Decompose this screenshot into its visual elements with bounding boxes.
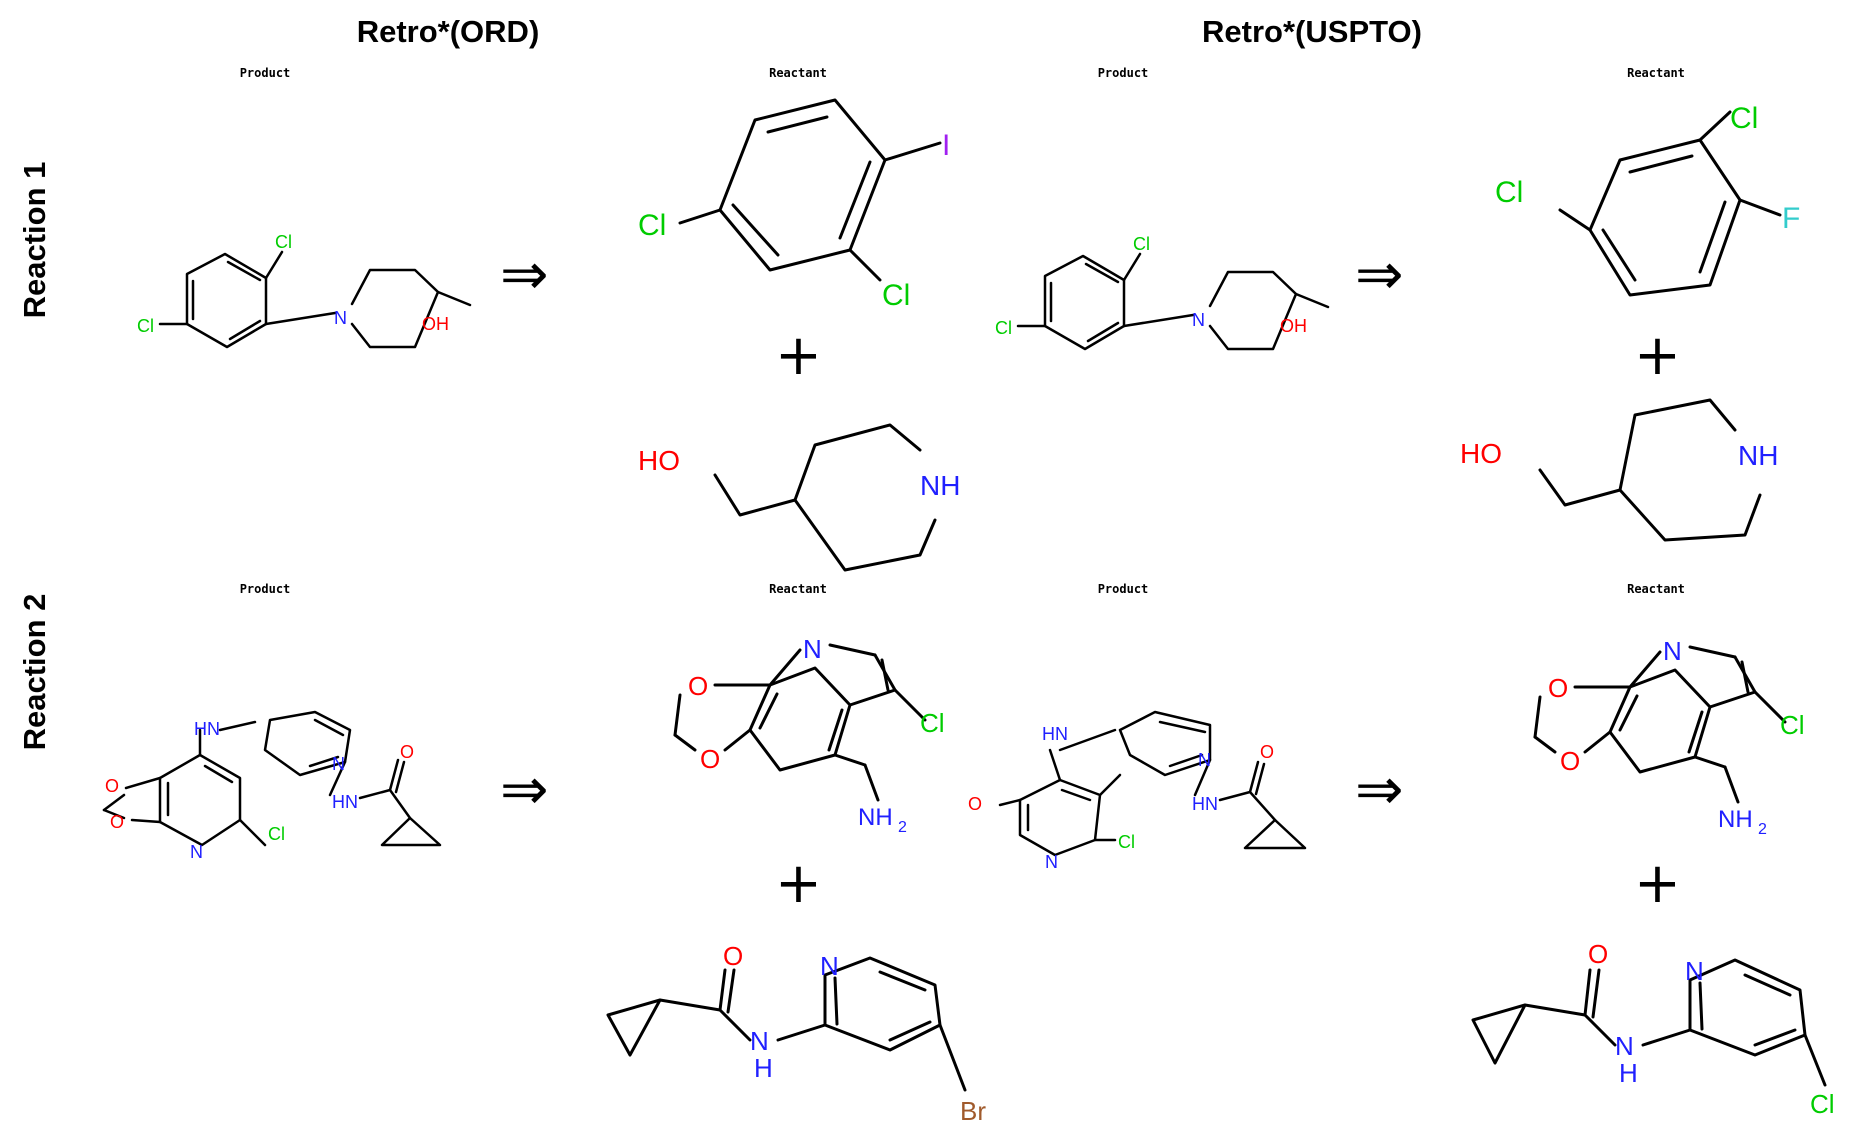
molecule-reactant-r1-ord-dichloroiodobenzene: I Cl Cl <box>638 98 950 312</box>
atom-o: O <box>105 776 119 796</box>
label-product-r2-uspto: Product <box>1097 582 1149 596</box>
atom-cl: Cl <box>1730 102 1758 135</box>
atom-ho: HO <box>1460 438 1502 469</box>
hydroxyl-group-r1-ord-product: OH <box>422 314 449 334</box>
atom-n: N <box>1198 750 1211 770</box>
molecule-reactant-r2-uspto-chloropyridine: O N H N Cl <box>1471 939 1835 1119</box>
molecule-reactant-r1-ord-piperidinemethanol: HO NH <box>638 423 960 572</box>
atom-cl: Cl <box>1118 832 1135 852</box>
atom-o: O <box>1588 939 1608 969</box>
row-title-reaction-2: Reaction 2 <box>17 593 52 751</box>
atom-hn: HN <box>332 792 358 812</box>
atom-n: N <box>190 842 203 862</box>
atom-h: H <box>754 1053 773 1083</box>
atom-oh: OH <box>1280 316 1307 336</box>
atom-n: N <box>1615 1031 1634 1061</box>
atom-o: O <box>1548 673 1568 703</box>
hydroxyl-group-r1-uspto-product: OH <box>1280 316 1307 336</box>
label-reactant-r1-uspto: Reactant <box>1627 66 1685 80</box>
atom-o: O <box>400 742 414 762</box>
label-product-r2-ord: Product <box>239 582 291 596</box>
plus-sign-r1-uspto: + <box>1634 323 1681 388</box>
label-reactant-r1-ord: Reactant <box>769 66 827 80</box>
atom-oh: OH <box>422 314 449 334</box>
molecule-reactant-r1-uspto-piperidinemethanol: HO NH <box>1460 398 1778 542</box>
atom-n: N <box>1685 956 1704 986</box>
atom-cl: Cl <box>268 824 285 844</box>
atom-hn: HN <box>1192 794 1218 814</box>
molecule-reactant-r2-ord-aminopyridine: O O N Cl NH 2 <box>673 634 945 836</box>
atom-o: O <box>1560 746 1580 776</box>
atom-nh: NH <box>1738 440 1778 471</box>
atom-i: I <box>942 129 950 162</box>
atom-cl: Cl <box>882 279 910 312</box>
molecule-product-r2-ord: O O N Cl HN N HN O <box>102 710 442 862</box>
atom-cl: Cl <box>920 708 945 738</box>
row-title-reaction-1: Reaction 1 <box>17 161 52 319</box>
atom-nh2: NH <box>858 804 893 831</box>
atom-cl: Cl <box>1810 1089 1835 1119</box>
molecule-product-r1-ord: Cl Cl N <box>137 232 472 349</box>
atom-subscript-2: 2 <box>898 819 907 836</box>
plus-sign-r1-ord: + <box>775 323 822 388</box>
atom-subscript-2: 2 <box>1758 821 1767 838</box>
atom-n: N <box>1045 852 1058 872</box>
label-reactant-r2-ord: Reactant <box>769 582 827 596</box>
plus-sign-r2-ord: + <box>775 851 822 916</box>
retro-arrow-r2-uspto: ⇒ <box>1355 755 1404 823</box>
retro-arrow-r1-ord: ⇒ <box>500 240 549 308</box>
label-product-r1-ord: Product <box>239 66 291 80</box>
atom-n: N <box>1192 310 1205 330</box>
atom-o: O <box>723 941 743 971</box>
molecule-product-r2-uspto: O N Cl HN N HN O <box>968 710 1307 872</box>
label-reactant-r2-uspto: Reactant <box>1627 582 1685 596</box>
atom-o: O <box>110 812 124 832</box>
atom-cl: Cl <box>1780 710 1805 740</box>
molecule-reactant-r2-ord-bromopyridine: O N H N Br <box>606 941 986 1125</box>
column-title-uspto: Retro*(USPTO) <box>1202 14 1422 49</box>
atom-h: H <box>1619 1058 1638 1088</box>
atom-cl: Cl <box>995 318 1012 338</box>
atom-f: F <box>1782 202 1800 235</box>
atom-n: N <box>1663 636 1682 666</box>
atom-cl: Cl <box>1133 234 1150 254</box>
atom-nh: NH <box>920 470 960 501</box>
atom-o: O <box>700 744 720 774</box>
atom-n: N <box>750 1026 769 1056</box>
plus-sign-r2-uspto: + <box>1634 851 1681 916</box>
retro-arrow-r1-uspto: ⇒ <box>1355 240 1404 308</box>
atom-nh2: NH <box>1718 806 1753 833</box>
atom-o: O <box>1260 742 1274 762</box>
molecule-reactant-r2-uspto-aminopyridine: O O N Cl NH 2 <box>1533 636 1805 838</box>
atom-o: O <box>968 794 982 814</box>
atom-n: N <box>332 754 345 774</box>
atom-o: O <box>688 671 708 701</box>
atom-ho: HO <box>638 445 680 476</box>
atom-n: N <box>803 634 822 664</box>
atom-br: Br <box>960 1096 986 1125</box>
atom-hn: HN <box>1042 724 1068 744</box>
atom-hn: HN <box>194 719 220 739</box>
atom-cl: Cl <box>1495 176 1523 209</box>
atom-n: N <box>820 951 839 981</box>
atom-cl: Cl <box>137 316 154 336</box>
retro-arrow-r2-ord: ⇒ <box>500 755 549 823</box>
molecule-reactant-r1-uspto-dichlorofluorobenzene: Cl F Cl <box>1495 102 1800 297</box>
label-product-r1-uspto: Product <box>1097 66 1149 80</box>
molecule-product-r1-uspto: Cl Cl N <box>995 234 1330 351</box>
atom-cl: Cl <box>638 209 666 242</box>
column-title-ord: Retro*(ORD) <box>356 14 540 49</box>
atom-cl: Cl <box>275 232 292 252</box>
atom-n: N <box>334 308 347 328</box>
